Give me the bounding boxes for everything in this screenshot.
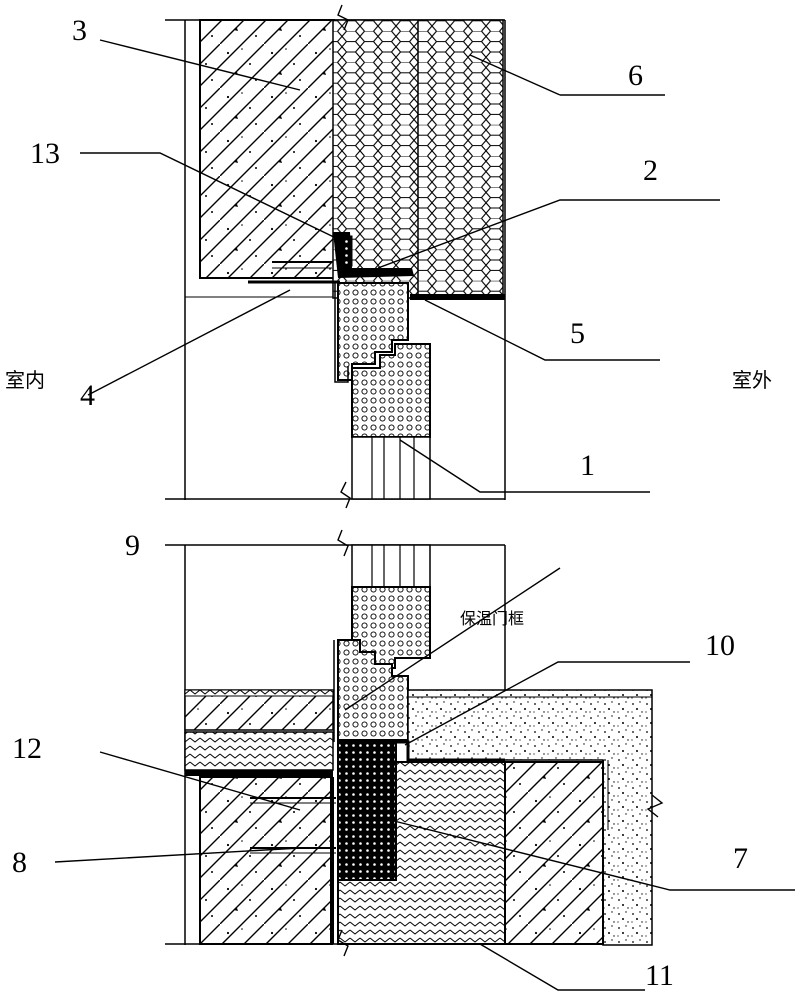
outdoor-label: 室外 (732, 368, 772, 392)
foundation-beam-interior (199, 776, 333, 945)
callout-9: 9 (125, 529, 140, 562)
interior-floor-screed (184, 689, 334, 731)
concrete-lintel (199, 19, 335, 279)
callout-labels: 3 6 13 2 5 4 1 9 10 12 8 7 11 室内 室外 保温门框 (5, 14, 772, 992)
leader-lines (54, 39, 795, 991)
callout-12: 12 (12, 732, 42, 765)
threshold-sealing-core (337, 739, 397, 881)
callout-6: 6 (628, 59, 643, 92)
callout-7: 7 (733, 842, 748, 875)
interior-insulation-board (184, 731, 334, 771)
callout-13: 13 (30, 137, 60, 170)
lower-section (165, 529, 664, 957)
callout-2: 2 (643, 154, 658, 187)
callout-3: 3 (72, 14, 87, 47)
insulated-door-frame-label: 保温门框 (460, 609, 524, 628)
callout-11: 11 (645, 959, 674, 992)
callout-10: 10 (705, 629, 735, 662)
upper-section (165, 4, 506, 509)
callout-1: 1 (580, 449, 595, 482)
callout-4: 4 (80, 379, 95, 412)
callout-5: 5 (570, 317, 585, 350)
callout-8: 8 (12, 846, 27, 879)
indoor-label: 室内 (5, 368, 45, 392)
